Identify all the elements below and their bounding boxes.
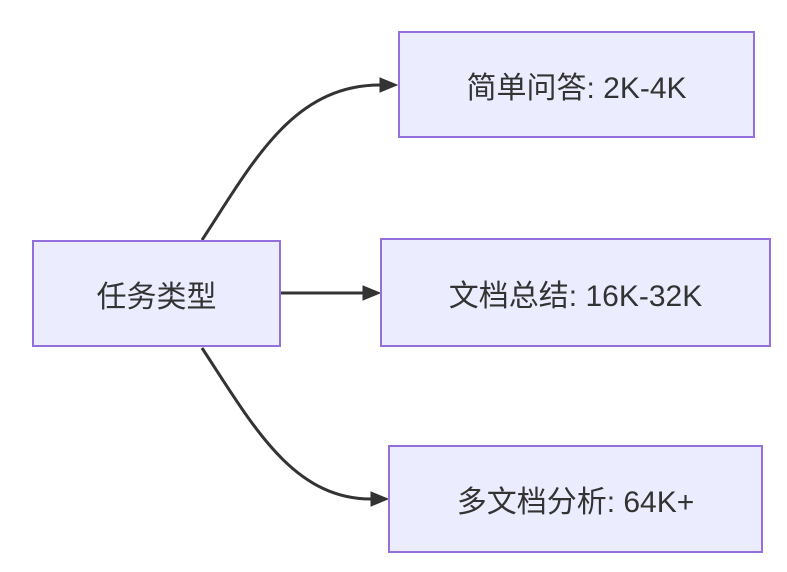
node-doc-summary: 文档总结: 16K-32K [380,238,771,347]
edge-task-type-to-multi-doc-analysis [200,347,372,501]
arrowhead-multi-doc-analysis-icon [370,491,390,507]
arrowhead-doc-summary-icon [362,285,382,301]
node-multi-doc-analysis: 多文档分析: 64K+ [388,445,763,553]
node-task-type-label: 任务类型 [96,280,217,314]
edge-task-type-to-simple-qa [200,83,381,241]
node-task-type: 任务类型 [32,240,281,347]
node-simple-qa-label: 简单问答: 2K-4K [466,71,687,105]
node-doc-summary-label: 文档总结: 16K-32K [448,279,703,313]
node-simple-qa: 简单问答: 2K-4K [398,31,755,138]
arrowhead-simple-qa-icon [379,77,399,93]
node-multi-doc-analysis-label: 多文档分析: 64K+ [456,486,695,519]
